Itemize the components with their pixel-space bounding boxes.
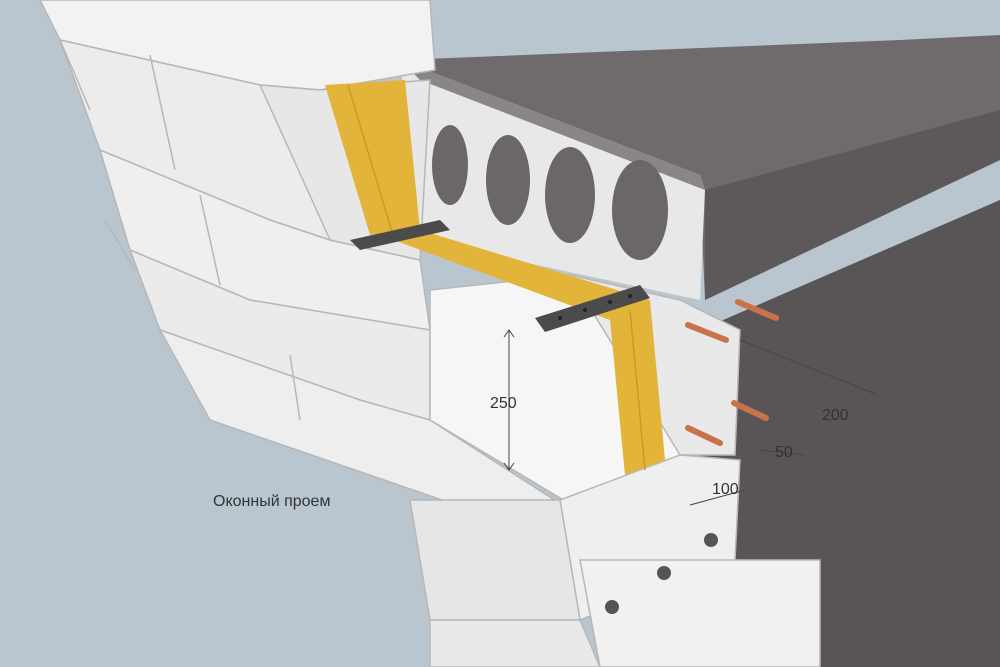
dimension-lines: [503, 329, 879, 506]
rebar: [685, 425, 723, 446]
insulation-strips: [325, 80, 665, 475]
slab-core-hole: [545, 147, 595, 243]
window-opening-label: Оконный проем: [213, 493, 330, 510]
dimension-line-50: [759, 449, 806, 456]
rebars: [685, 299, 779, 446]
dimension-line-200: [739, 339, 879, 396]
steel-plate: [350, 220, 450, 250]
dimension-label-100: 100: [712, 481, 739, 498]
insulation-strip-lintel: [380, 230, 665, 475]
hollow-core-slab: [400, 35, 1000, 300]
block-holes: [605, 533, 718, 614]
dimension-label-height: 250: [490, 395, 517, 412]
rebar: [731, 400, 769, 421]
wall-blocks: [39, 0, 573, 521]
insulation-strip-top: [325, 80, 420, 235]
slab-core-hole: [486, 135, 530, 225]
steel-plates: [350, 220, 650, 332]
rebar: [685, 322, 729, 343]
dimension-label-200: 200: [822, 407, 849, 424]
slab-core-hole: [612, 160, 668, 260]
dimension-line-100: [689, 489, 746, 506]
steel-plate: [535, 285, 650, 332]
dimension-label-50: 50: [775, 444, 793, 461]
rebar: [735, 299, 779, 321]
slab-core-hole: [432, 125, 468, 205]
